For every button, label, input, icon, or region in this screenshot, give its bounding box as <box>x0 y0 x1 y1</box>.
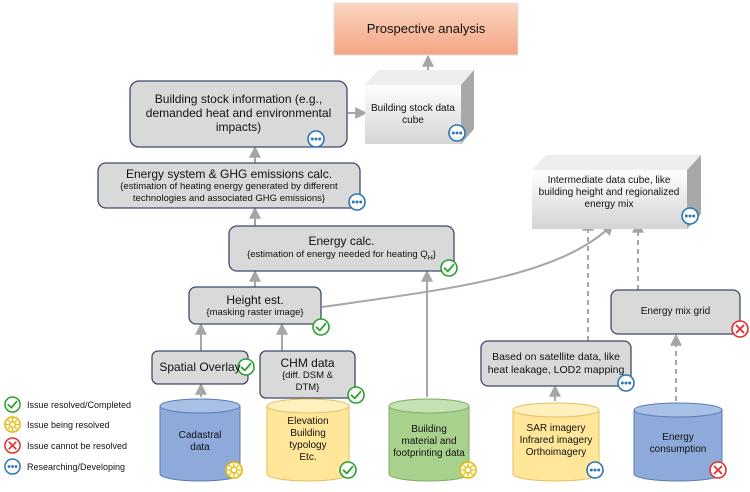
spatial-overlay-label: Spatial Overlay <box>153 352 247 383</box>
energy-system-box <box>97 162 361 209</box>
legend-item-being-resolved: Issue being resolved <box>4 416 110 434</box>
building-material-label: Building material and footprinting data <box>391 412 467 472</box>
energy-calc-subtitle-end: } <box>432 248 436 260</box>
height-est-title: Height est. <box>226 292 284 307</box>
elevation-label: Elevation Building typology Etc. <box>269 412 347 468</box>
building-stock-info-label: Building stock information (e.g., demand… <box>140 83 337 143</box>
energy-mix-grid-label: Energy mix grid <box>613 292 738 332</box>
chm-data-label: CHM data {diff. DSM & DTM} <box>262 352 353 397</box>
energy-calc-subscript: H <box>427 254 433 262</box>
cadastral-title: Cadastral data <box>178 430 222 453</box>
satellite-box <box>480 340 632 387</box>
legend-item-researching: Researching/Developing <box>4 458 125 476</box>
energy-mix-grid-title: Energy mix grid <box>640 306 711 318</box>
prospective-analysis-box <box>333 2 519 56</box>
spatial-overlay-title: Spatial Overlay <box>159 360 241 375</box>
building-material-title: Building material and footprinting data <box>393 424 465 459</box>
building-material-cylinder <box>388 398 470 482</box>
legend-label: Issue cannot be resolved <box>27 441 128 451</box>
height-est-subtitle: {masking raster image} <box>206 306 304 318</box>
sar-label: SAR imagery Infrared imagery Orthoimager… <box>514 420 598 462</box>
energy-consumption-title: Energy consumption <box>649 432 707 455</box>
cadastral-label: Cadastral data <box>163 418 237 466</box>
intermediate-cube-label: Intermediate data cube, like building he… <box>536 172 682 214</box>
arrow-height-to-intermediate-cube <box>321 223 614 308</box>
boxes <box>97 2 741 399</box>
energy-system-label: Energy system & GHG emissions calc. {est… <box>104 164 354 207</box>
elevation-title: Elevation Building typology Etc. <box>287 416 329 463</box>
elevation-cylinder <box>266 398 350 482</box>
prospective-analysis-title: Prospective analysis <box>366 21 486 37</box>
legend-item-resolved: Issue resolved/Completed <box>4 396 131 414</box>
status-dots-icon <box>681 207 699 225</box>
building-stock-data-cube <box>365 70 474 144</box>
energy-mix-grid-box <box>610 289 741 335</box>
chm-data-box <box>259 350 356 399</box>
height-est-label: Height est. {masking raster image} <box>191 288 319 323</box>
energy-calc-label: Energy calc. {estimation of energy neede… <box>233 228 450 269</box>
status-x-icon <box>709 461 727 479</box>
satellite-label: Based on satellite data, like heat leaka… <box>486 342 626 385</box>
cadastral-cylinder <box>159 398 241 482</box>
energy-consumption-label: Energy consumption <box>636 424 720 464</box>
legend-label: Issue being resolved <box>27 420 110 430</box>
intermediate-cube-title: Intermediate data cube, like building he… <box>538 175 680 210</box>
legend-label: Issue resolved/Completed <box>27 400 132 410</box>
energy-calc-subtitle: {estimation of energy needed for heating… <box>247 248 428 260</box>
satellite-title: Based on satellite data, like heat leaka… <box>487 351 625 376</box>
energy-calc-title: Energy calc. <box>308 234 375 249</box>
energy-consumption-cylinder <box>633 402 723 482</box>
building-stock-cube-title: Building stock data cube <box>371 103 455 126</box>
chm-data-title: CHM data <box>280 356 335 371</box>
building-stock-info-box <box>129 80 348 148</box>
energy-calc-subtitle-wrap: {estimation of energy needed for heating… <box>247 249 436 263</box>
legend-item-cannot-resolve: Issue cannot be resolved <box>4 437 127 455</box>
status-dots-icon <box>586 461 604 479</box>
height-est-box <box>188 286 322 325</box>
legend-label: Researching/Developing <box>27 462 126 472</box>
chm-data-subtitle: {diff. DSM & DTM} <box>281 370 334 393</box>
energy-system-title: Energy system & GHG emissions calc. <box>125 167 333 182</box>
building-stock-cube-label: Building stock data cube <box>368 90 458 140</box>
energy-calc-box <box>228 225 455 272</box>
energy-system-subtitle: {estimation of heating energy generated … <box>120 181 338 204</box>
prospective-analysis-label: Prospective analysis <box>334 3 518 55</box>
building-stock-info-title: Building stock information (e.g., demand… <box>145 91 332 135</box>
sar-title: SAR imagery Infrared imagery Orthoimager… <box>519 423 593 458</box>
